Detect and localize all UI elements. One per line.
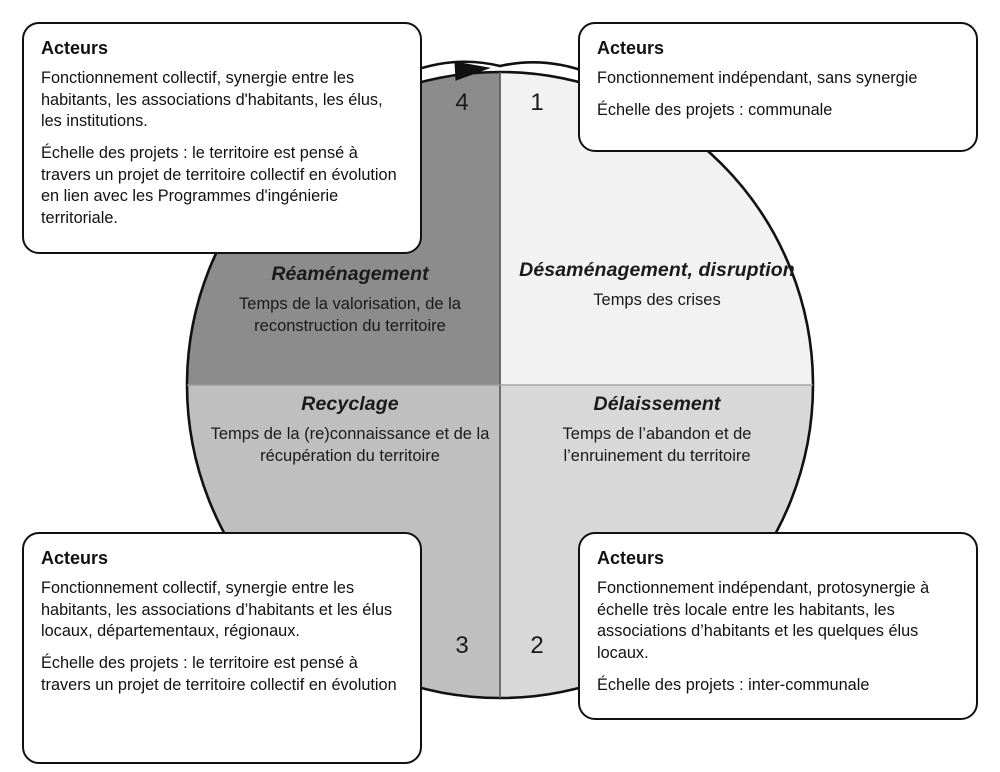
quadrant-label-delaissement: Délaissement Temps de l’abandon et de l’… <box>512 392 802 467</box>
callout-top-right: Acteurs Fonctionnement indépendant, sans… <box>578 22 978 152</box>
callout-title: Acteurs <box>597 38 665 58</box>
callout-paragraph-scale: Échelle des projets : inter-communale <box>597 675 870 694</box>
callout-title: Acteurs <box>41 548 109 568</box>
callout-paragraph-scale: Échelle des projets : communale <box>597 100 833 119</box>
quadrant-1-sector <box>500 72 813 385</box>
quadrant-subtitle-4: Temps de la valorisation, de la reconstr… <box>239 294 461 335</box>
quadrant-label-recyclage: Recyclage Temps de la (re)connaissance e… <box>205 392 495 467</box>
quadrant-subtitle-3: Temps de la (re)connaissance et de la ré… <box>210 424 490 465</box>
callout-paragraph-scale: Échelle des projets : le territoire est … <box>41 654 397 694</box>
quadrant-title-1: Désaménagement, disruption <box>519 259 795 281</box>
quadrant-title-2: Délaissement <box>593 393 721 415</box>
callout-paragraph-actors: Fonctionnement indépendant, sans synergi… <box>597 69 918 87</box>
callout-title: Acteurs <box>41 38 109 58</box>
callout-paragraph-actors: Fonctionnement collectif, synergie entre… <box>41 579 393 641</box>
callout-top-left: Acteurs Fonctionnement collectif, synerg… <box>22 22 422 254</box>
quadrant-number-1: 1 <box>530 89 544 116</box>
callout-title: Acteurs <box>597 548 665 568</box>
quadrant-number-2: 2 <box>530 632 544 659</box>
callout-bottom-right: Acteurs Fonctionnement indépendant, prot… <box>578 532 978 720</box>
quadrant-title-3: Recyclage <box>301 393 399 415</box>
quadrant-label-desamenagement: Désaménagement, disruption Temps des cri… <box>512 258 802 312</box>
callout-bottom-left: Acteurs Fonctionnement collectif, synerg… <box>22 532 422 764</box>
quadrant-subtitle-2: Temps de l’abandon et de l’enruinement d… <box>562 424 752 465</box>
quadrant-number-3: 3 <box>455 632 469 659</box>
callout-paragraph-scale: Échelle des projets : le territoire est … <box>41 144 397 228</box>
callout-paragraph-actors: Fonctionnement collectif, synergie entre… <box>41 69 383 131</box>
quadrant-label-reamenagement: Réaménagement Temps de la valorisation, … <box>205 262 495 337</box>
clockwise-arrow-head <box>454 61 491 81</box>
quadrant-title-4: Réaménagement <box>271 263 429 285</box>
quadrant-number-4: 4 <box>455 89 469 116</box>
quadrant-subtitle-1: Temps des crises <box>593 290 721 309</box>
callout-paragraph-actors: Fonctionnement indépendant, protosynergi… <box>597 579 930 663</box>
